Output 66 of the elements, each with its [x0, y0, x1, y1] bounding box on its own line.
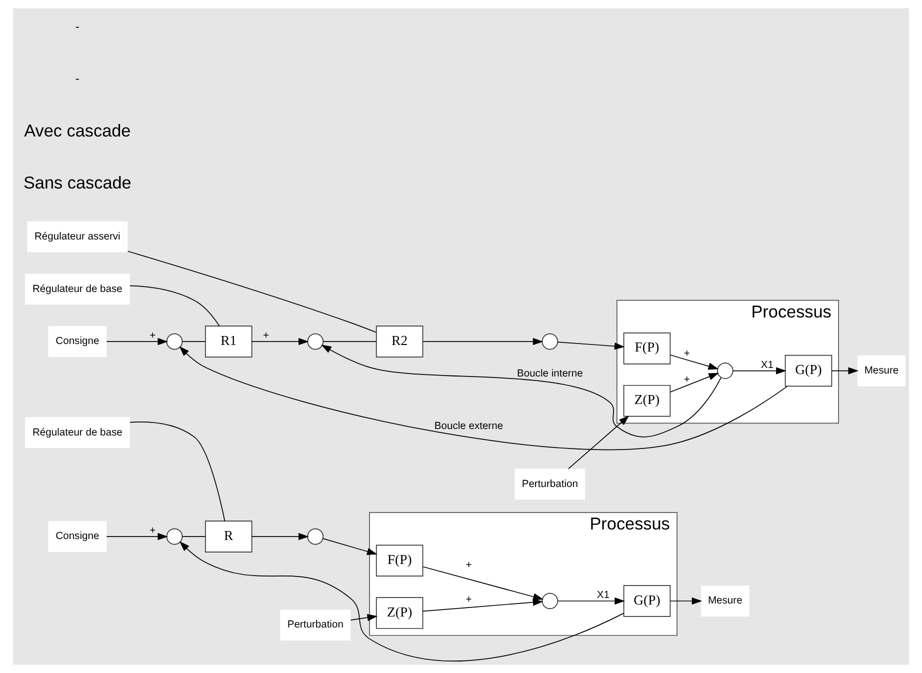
edge-label: Boucle interne: [516, 368, 583, 380]
connector: [182, 341, 206, 342]
node-circle: [542, 592, 558, 610]
node-box: Mesure: [701, 586, 750, 616]
node-box: G(P): [623, 585, 671, 617]
node-circle: [542, 333, 558, 350]
edge-label: X1: [596, 590, 610, 602]
arrow: [106, 532, 168, 540]
arrow: [670, 354, 719, 370]
arrow: [179, 346, 788, 450]
node-circle: [307, 333, 324, 350]
arrow: [670, 372, 719, 392]
node-box: Z(P): [376, 597, 424, 629]
label: -: [75, 72, 80, 86]
edge-label: X1: [760, 360, 774, 371]
arrow: [321, 344, 722, 438]
edge-label: +: [684, 374, 690, 386]
arrow: [557, 342, 625, 350]
arrow: [251, 532, 309, 540]
node-circle: [717, 362, 734, 379]
node-box: Consigne: [48, 326, 107, 358]
node-box: F(P): [376, 544, 424, 577]
edge-label: +: [466, 594, 472, 606]
edge-label: +: [262, 330, 269, 342]
node-box: G(P): [784, 354, 832, 387]
arrow: [322, 538, 378, 555]
arrow: [251, 338, 309, 346]
node-box: F(P): [623, 332, 671, 364]
edge-label: +: [684, 348, 690, 360]
connector: [182, 536, 206, 537]
arrow: [422, 598, 544, 612]
arrow: [568, 416, 630, 470]
arrow: [558, 597, 625, 605]
node-box: Régulateur de base: [25, 417, 130, 448]
node-box: Mesure: [857, 355, 906, 386]
arrow: [179, 541, 624, 662]
connector: [129, 285, 220, 326]
edge-label: +: [150, 526, 156, 537]
node-circle: [166, 333, 183, 350]
edge-label: +: [150, 330, 156, 342]
edge-label: Boucle externe: [434, 420, 504, 432]
arrow: [422, 566, 544, 600]
node-box: Perturbation: [514, 468, 586, 500]
arrow: [106, 338, 168, 346]
arrow: [670, 597, 702, 605]
connector: [322, 341, 377, 342]
node-box: Régulateur asservi: [27, 221, 128, 252]
arrow: [831, 367, 859, 374]
node-circle: [166, 528, 183, 545]
label: -: [75, 19, 80, 34]
label: Sans cascade: [23, 172, 132, 193]
node-box: Perturbation: [280, 610, 351, 641]
label: Avec cascade: [24, 120, 131, 140]
node-box: Consigne: [48, 521, 107, 552]
node-box: R2: [376, 326, 424, 358]
node-box: Régulateur de base: [25, 274, 130, 305]
node-circle: [307, 528, 324, 545]
arrow: [350, 614, 378, 622]
node-box: Z(P): [623, 384, 671, 417]
connector: [127, 250, 377, 333]
arrow: [732, 367, 786, 374]
arrow: [422, 338, 544, 346]
edge-label: +: [466, 560, 472, 572]
connector: [130, 422, 226, 522]
node-box: R1: [205, 326, 252, 358]
node-box: R: [205, 520, 252, 552]
